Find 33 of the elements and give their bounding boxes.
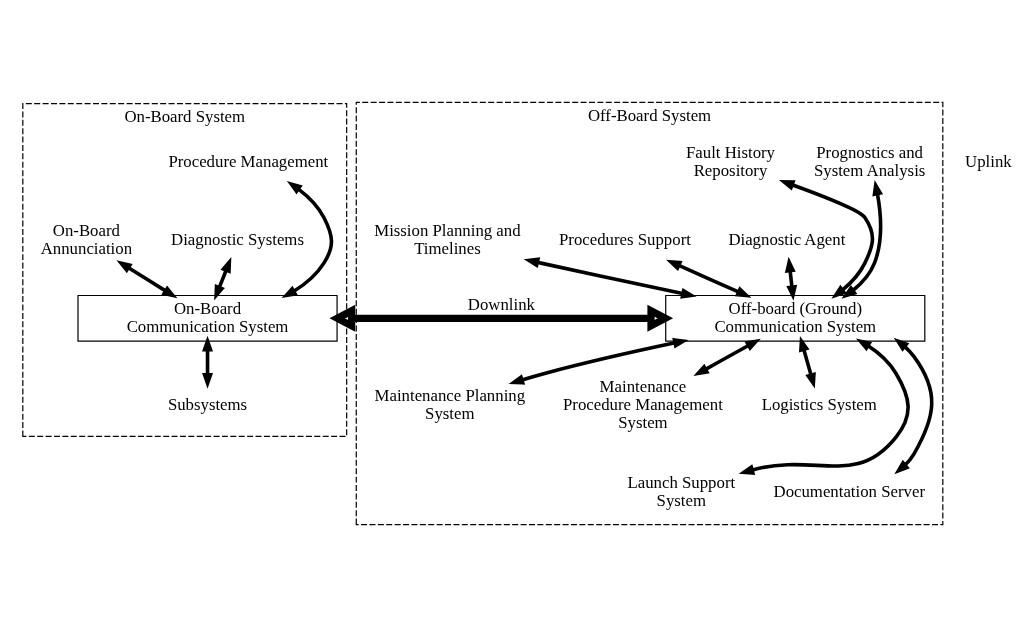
- arrow: [508, 337, 689, 385]
- arrow: [329, 304, 674, 332]
- edge-label: Downlink: [467, 295, 535, 315]
- node-text: Procedures Support: [559, 229, 691, 249]
- node-text: Subsystems: [167, 394, 248, 414]
- node-box: Off-board (Ground) Communication System: [665, 294, 926, 342]
- node-text: Maintenance Procedure Management System: [563, 376, 723, 432]
- label: Uplink: [965, 151, 1012, 171]
- node-text: Launch Support System: [627, 472, 736, 510]
- arrow: [523, 257, 697, 299]
- arrow: [281, 180, 334, 299]
- node-text: Logistics System: [761, 394, 877, 414]
- node-text: Maintenance Planning System: [374, 385, 526, 423]
- node-text: Prognostics and System Analysis: [813, 142, 926, 180]
- node-text: Documentation Server: [773, 481, 925, 501]
- node-text: Fault History Repository: [685, 142, 776, 180]
- arrow: [778, 180, 875, 299]
- node-text: On-Board Annunciation: [40, 220, 133, 258]
- arrow: [666, 259, 752, 298]
- arrow: [841, 180, 884, 299]
- node-box: On-Board Communication System: [77, 294, 338, 342]
- arrow: [798, 336, 816, 389]
- node-text: Mission Planning and Timelines: [374, 220, 521, 258]
- arrow: [116, 260, 178, 299]
- node-text: Diagnostic Systems: [171, 229, 304, 249]
- node-text: Procedure Management: [168, 151, 329, 171]
- arrow: [738, 338, 910, 475]
- arrow: [214, 257, 232, 301]
- arrow: [202, 335, 213, 389]
- arrow: [693, 338, 761, 377]
- arrow: [893, 337, 934, 475]
- arrow: [784, 256, 798, 301]
- node-text: Diagnostic Agent: [728, 229, 846, 249]
